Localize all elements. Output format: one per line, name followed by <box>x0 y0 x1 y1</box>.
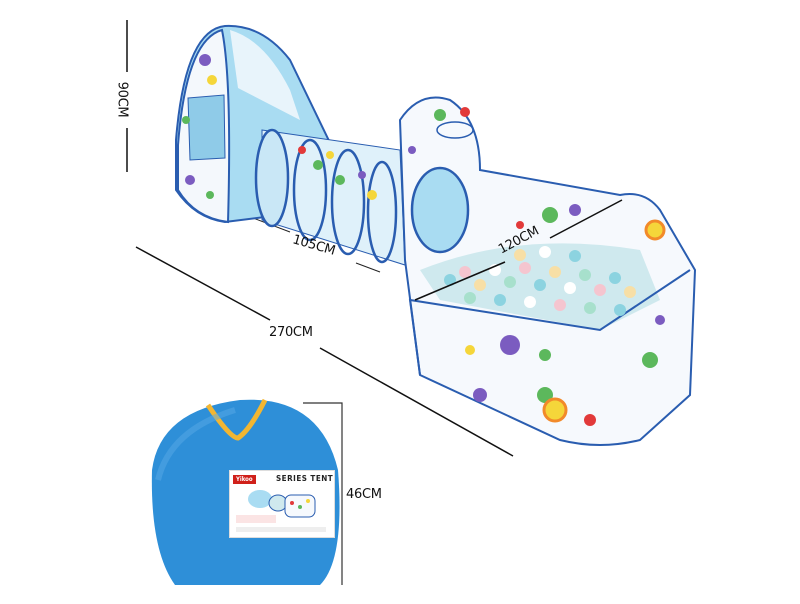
package-diameter-label: 46CM <box>346 487 382 502</box>
total-length-line-right <box>319 347 514 457</box>
balls <box>444 246 636 316</box>
height-dimension-label: 90CM <box>114 81 130 118</box>
package-title: SERIES TENT <box>276 474 334 483</box>
tunnel <box>254 128 406 266</box>
triangle-tent <box>175 24 362 224</box>
package-brand: Yikoo <box>233 475 256 484</box>
ball-pit <box>398 96 697 446</box>
total-length-line-left <box>135 246 271 321</box>
pit-width-line-left <box>414 261 506 301</box>
package-thumbnail-icon <box>236 490 326 532</box>
package-label: Yikoo SERIES TENT <box>229 470 335 538</box>
package-dimension-bracket <box>303 402 343 585</box>
pit-width-line-right <box>549 199 623 239</box>
tunnel-length-line-right <box>355 262 381 273</box>
total-length-label: 270CM <box>269 325 313 340</box>
